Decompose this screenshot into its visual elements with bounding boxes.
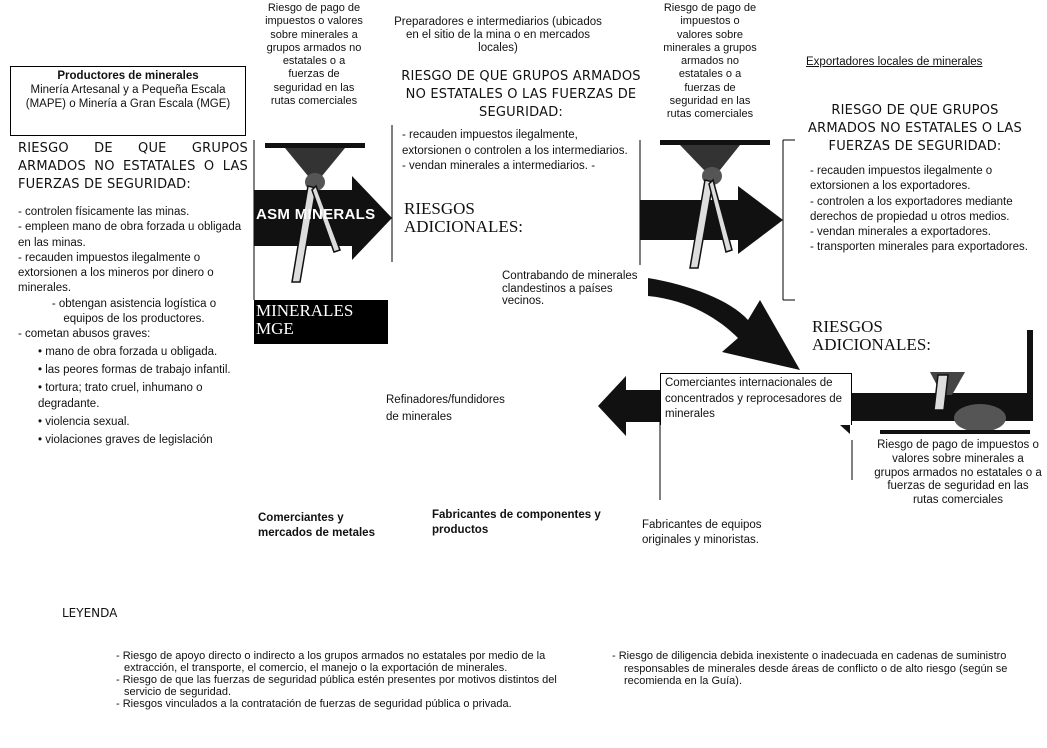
exporters-risk-heading: RIESGO DE QUE GRUPOS ARMADOS NO ESTATALE… [808, 103, 1022, 154]
exporters-additional-risks: RIESGOS ADICIONALES: [812, 317, 931, 354]
component-makers-label: Fabricantes de componentes y productos [432, 509, 601, 536]
abuse-item: • mano de obra forzada u obligada. [38, 345, 218, 358]
risk-item: - controlen a los exportadores mediante … [810, 195, 1013, 223]
tax-risk-note-2: Riesgo de pago de impuestos o valores so… [663, 2, 757, 121]
risk-item: - vendan minerales a intermediarios. - [402, 160, 596, 172]
producers-box: Productores de minerales Minería Artesan… [10, 66, 246, 136]
producers-risk-heading: RIESGO DE QUE GRUPOS ARMADOS NO ESTATALE… [18, 141, 248, 192]
risk-item: - transporten minerales para exportadore… [810, 241, 1028, 254]
intermediaries-risk-list: - recauden impuestos ilegalmente, extors… [402, 128, 636, 175]
producers-subtitle: Minería Artesanal y a Pequeña Escala (MA… [25, 84, 231, 110]
risk-item: - empleen mano de obra forzada u obligad… [18, 221, 242, 249]
exporters-risk-list: - recauden impuestos ilegalmente o extor… [810, 164, 1036, 256]
exporters-title: Exportadores locales de minerales [806, 56, 983, 68]
tax-funnel-icon [660, 140, 770, 269]
risk-item: - recauden impuestos ilegalmente o extor… [810, 165, 993, 193]
abuse-item: • tortura; trato cruel, inhumano o degra… [38, 382, 203, 410]
risk-item: - vendan minerales a exportadores. [810, 226, 991, 239]
tax-funnel-icon [880, 372, 1030, 434]
producers-title: Productores de minerales [57, 70, 199, 82]
mge-box [254, 300, 388, 344]
risk-item: - recauden impuestos ilegalmente, extors… [402, 129, 628, 157]
risk-item: - cometan abusos graves: [18, 328, 151, 341]
refiners-label: Refinadores/fundidores de minerales [386, 394, 505, 423]
risk-item: - controlen físicamente las minas. [18, 206, 190, 218]
tax-risk-note-1: Riesgo de pago de impuestos o valores so… [265, 2, 363, 108]
intermediaries-title: Preparadores e intermediarios (ubicados … [394, 16, 602, 54]
legend-title: LEYENDA [62, 606, 118, 620]
abuse-item: • violencia sexual. [38, 415, 130, 428]
smuggling-arrow [648, 278, 800, 370]
international-traders-box: Comerciantes internacionales de concentr… [660, 373, 852, 425]
smuggling-note: Contrabando de minerales clandestinos a … [502, 270, 638, 307]
tax-funnel-icon [265, 143, 365, 283]
tax-risk-note-3: Riesgo de pago de impuestos o valores so… [874, 439, 1042, 507]
risk-item: - recauden impuestos ilegalmente o extor… [18, 251, 214, 295]
abuse-list: • mano de obra forzada u obligada. • las… [18, 345, 250, 449]
legend-item: - Riesgo de que las fuerzas de seguridad… [116, 674, 557, 698]
asm-minerals-label: ASM MINERALS [256, 206, 376, 223]
refiners-flow-arrow [598, 376, 660, 436]
risk-item: - obtengan asistencia logística o equipo… [51, 297, 217, 326]
legend-left: - Riesgo de apoyo directo o indirecto a … [116, 650, 586, 710]
abuse-item: • las peores formas de trabajo infantil. [38, 363, 231, 376]
legend-item: - Riesgo de apoyo directo o indirecto a … [116, 650, 546, 674]
legend-item: - Riesgos vinculados a la contratación d… [116, 698, 512, 710]
international-traders-label: Comerciantes internacionales de concentr… [665, 377, 843, 420]
producers-risk-list: - controlen físicamente las minas. - emp… [18, 205, 250, 448]
abuse-item: • violaciones graves de legislación [38, 434, 213, 447]
oem-retailers-label: Fabricantes de equipos originales y mino… [642, 519, 762, 546]
intermediaries-risk-heading: RIESGO DE QUE GRUPOS ARMADOS NO ESTATALE… [401, 69, 641, 120]
legend-right: - Riesgo de diligencia debida inexistent… [612, 650, 1008, 687]
metal-traders-label: Comerciantes y mercados de metales [258, 512, 375, 539]
mge-minerals-label: MINERALES MGE [256, 301, 354, 338]
intermediaries-additional-risks: RIESGOS ADICIONALES: [404, 199, 523, 236]
